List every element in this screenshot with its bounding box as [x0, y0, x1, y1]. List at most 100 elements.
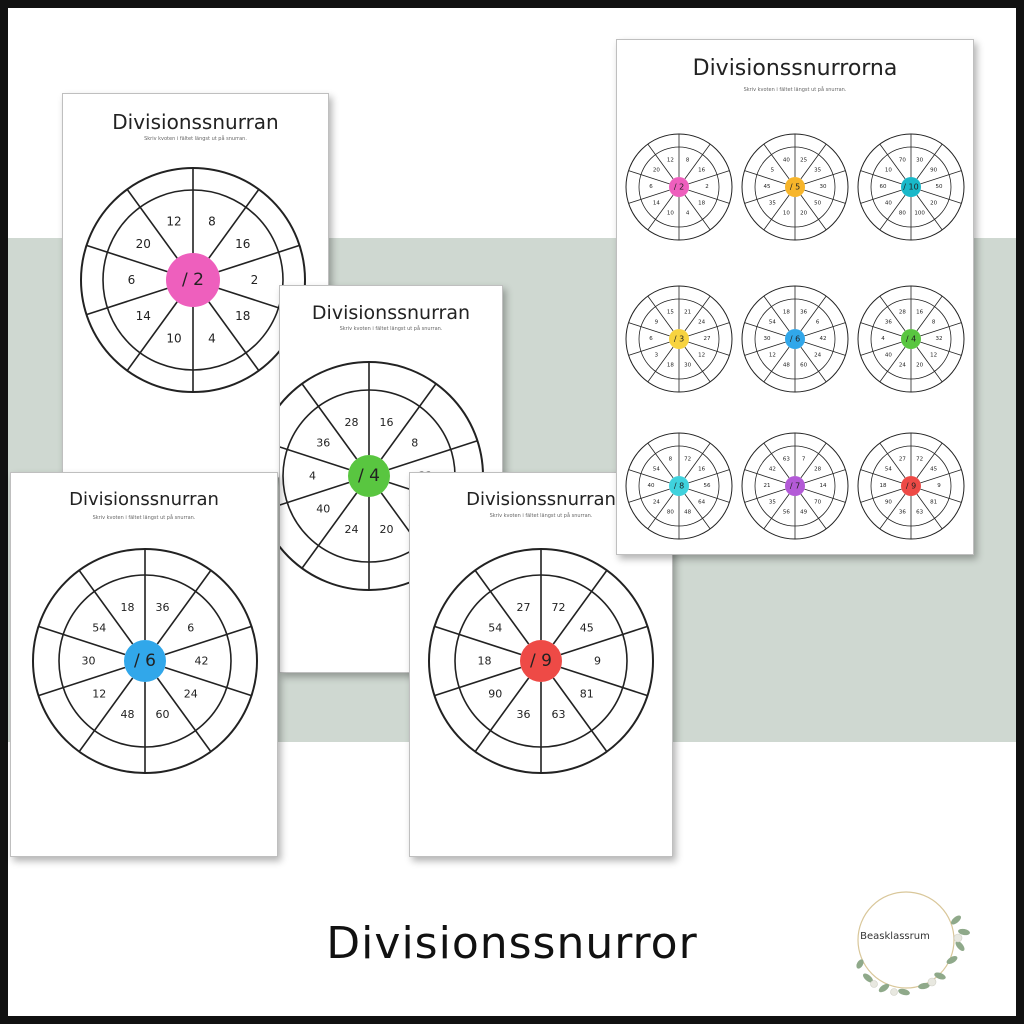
- divisor-label: / 4: [358, 466, 380, 486]
- wheel-spoke: [280, 481, 350, 506]
- wheel-number: 27: [704, 336, 711, 342]
- wheel-number: 90: [885, 499, 892, 505]
- wheel-number: 100: [914, 211, 925, 217]
- wheel-spoke: [879, 442, 906, 479]
- wheel-number: 70: [899, 157, 906, 163]
- wheel-spoke: [552, 569, 608, 645]
- divisor-circle: [785, 476, 805, 496]
- divisor-label: / 3: [674, 335, 684, 344]
- wheel-number: 27: [517, 601, 531, 614]
- wheel-number: 7: [802, 456, 806, 462]
- wheel-spoke: [744, 488, 786, 503]
- wheel-number: 24: [345, 523, 359, 536]
- wheel-spoke: [879, 194, 906, 231]
- wheel-spoke: [804, 341, 846, 356]
- wheel-spoke: [804, 322, 846, 337]
- wheel-number: 16: [916, 309, 923, 315]
- wheel-number: 36: [155, 601, 169, 614]
- wheel-number: 35: [769, 499, 776, 505]
- wheel-spoke: [800, 194, 827, 231]
- wheel-spoke: [763, 143, 790, 180]
- divisor-label: / 9: [530, 651, 552, 671]
- wheel-spoke: [628, 322, 670, 337]
- wheel-number: 12: [698, 352, 705, 358]
- wheel-number: 10: [783, 211, 790, 217]
- wheel-number: 12: [769, 352, 776, 358]
- wheel-spoke: [218, 244, 300, 273]
- wheel-spoke: [78, 569, 134, 645]
- wheel-number: 20: [653, 168, 660, 174]
- page-title: Divisionssnurrorna: [692, 56, 898, 81]
- wheel-number: 18: [880, 483, 887, 489]
- wheel-spoke: [763, 194, 790, 231]
- divisor-circle: [901, 329, 921, 349]
- wheel-spoke: [628, 341, 670, 356]
- wheel-number: 45: [764, 184, 771, 190]
- wheel-spoke: [916, 493, 943, 530]
- wheel-spoke: [628, 488, 670, 503]
- wheel-spoke: [474, 677, 530, 753]
- wheel-number: 16: [379, 416, 393, 429]
- wheel-spoke: [744, 469, 786, 484]
- page-subtitle: Skriv kvoten i fältet längst ut på snurr…: [92, 515, 196, 521]
- caption: Divisionssnurror: [326, 918, 698, 969]
- wheel-number: 20: [930, 200, 937, 206]
- wheel-spoke: [552, 677, 608, 753]
- wheel-number: 72: [684, 456, 691, 462]
- wheel-spoke: [804, 488, 846, 503]
- wheel-number: 4: [881, 336, 885, 342]
- wheel-number: 20: [379, 523, 393, 536]
- wheel-spoke: [684, 295, 711, 332]
- wheel-number: 80: [899, 211, 906, 217]
- wheel-number: 63: [916, 510, 923, 516]
- divisor-label: / 2: [674, 183, 684, 192]
- worksheet-divide-by-2: Divisionssnurran Skriv kvoten i fältet l…: [62, 93, 329, 478]
- wheel-number: 36: [899, 510, 906, 516]
- wheel-spoke: [208, 188, 260, 259]
- wheel-number: 45: [580, 621, 594, 634]
- wheel-number: 16: [698, 168, 705, 174]
- wheel-number: 60: [880, 184, 887, 190]
- wheel-spoke: [647, 295, 674, 332]
- wheel-number: 63: [551, 708, 565, 721]
- wheel-number: 18: [698, 200, 705, 206]
- wheel-number: 45: [930, 467, 937, 473]
- wheel-spoke: [301, 492, 358, 569]
- wheel-spoke: [916, 346, 943, 383]
- wheel-spoke: [280, 446, 350, 471]
- wheel-number: 54: [92, 621, 106, 634]
- wheel-number: 40: [783, 157, 790, 163]
- wheel-number: 5: [771, 168, 775, 174]
- wheel-number: 12: [166, 215, 181, 229]
- wheel-number: 30: [820, 184, 827, 190]
- wheel-spoke: [800, 493, 827, 530]
- wheel-spoke: [879, 143, 906, 180]
- divisor-circle: [669, 329, 689, 349]
- wheel-number: 56: [783, 510, 790, 516]
- wheel-spoke: [684, 194, 711, 231]
- wheel-number: 18: [667, 363, 674, 369]
- wheel-number: 15: [667, 309, 674, 315]
- wheel-spoke: [860, 170, 902, 185]
- page-title: Divisionssnurran: [466, 489, 616, 510]
- wheel-spoke: [688, 170, 730, 185]
- wheel-number: 8: [932, 320, 936, 326]
- wheel-spoke: [474, 569, 530, 645]
- wheel-number: 24: [653, 499, 660, 505]
- divisor-circle: [166, 253, 220, 307]
- divisor-circle: [669, 476, 689, 496]
- wheel-number: 24: [698, 320, 705, 326]
- wheel-spoke: [763, 442, 790, 479]
- wheel-spoke: [156, 677, 212, 753]
- wheel-spoke: [628, 189, 670, 204]
- wheel-number: 36: [800, 309, 807, 315]
- wheel-spoke: [763, 346, 790, 383]
- wheel-number: 60: [155, 708, 169, 721]
- wheel-spoke: [628, 170, 670, 185]
